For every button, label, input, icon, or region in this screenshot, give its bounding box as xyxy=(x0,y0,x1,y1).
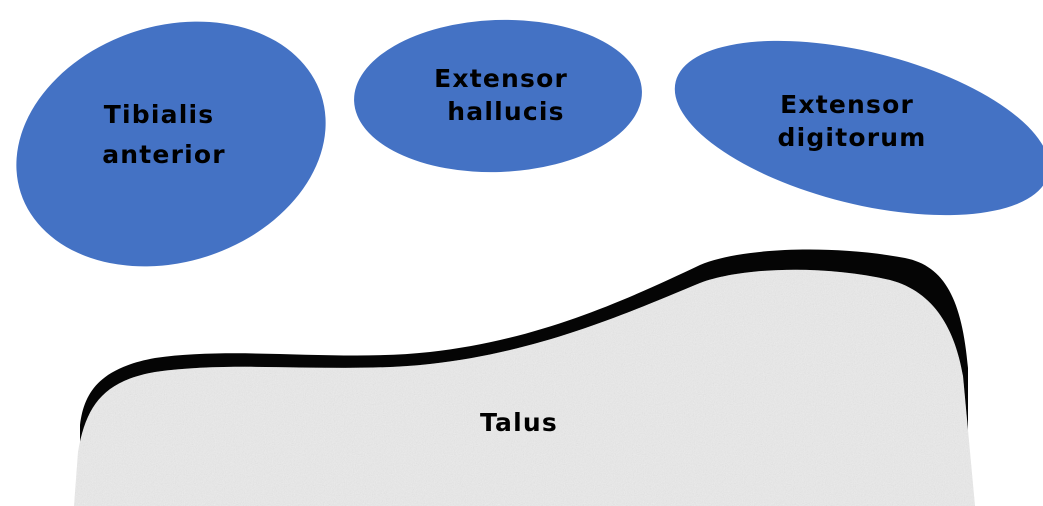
extensor-digitorum-label: Extensor digitorum xyxy=(777,90,926,152)
extensor-hallucis-label-line2: hallucis xyxy=(447,97,564,126)
tibialis-anterior-label: Tibialis anterior xyxy=(102,100,226,169)
tibialis-anterior-label-line1: Tibialis xyxy=(104,100,215,129)
extensor-digitorum-tendon-shape xyxy=(674,40,1043,216)
extensor-digitorum-label-line2: digitorum xyxy=(777,123,926,152)
tendon-extensor-hallucis: Extensor hallucis xyxy=(354,19,642,173)
tibialis-anterior-tendon-shape xyxy=(16,21,326,267)
talus-grain xyxy=(74,269,975,506)
extensor-hallucis-label: Extensor hallucis xyxy=(434,64,578,126)
talus-bone: Talus xyxy=(74,249,975,506)
extensor-digitorum-label-line1: Extensor xyxy=(780,90,914,119)
extensor-hallucis-label-line1: Extensor xyxy=(434,64,568,93)
talus-label: Talus xyxy=(480,408,558,437)
tendon-tibialis-anterior: Tibialis anterior xyxy=(16,21,326,267)
tibialis-anterior-label-line2: anterior xyxy=(102,140,226,169)
extensor-hallucis-tendon-shape xyxy=(354,19,642,173)
tendon-extensor-digitorum: Extensor digitorum xyxy=(674,40,1043,216)
